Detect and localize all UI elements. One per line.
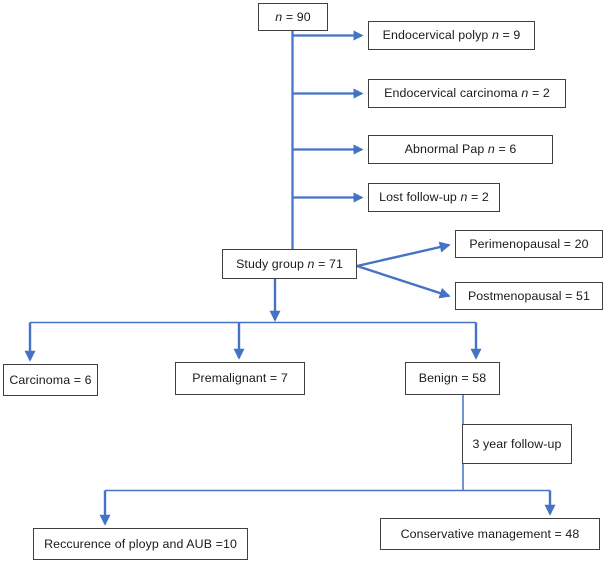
node-perimenopausal-label: Perimenopausal = 20 xyxy=(469,236,589,251)
node-carcinoma[interactable]: Carcinoma = 6 xyxy=(3,364,98,396)
node-lost-followup[interactable]: Lost follow-up n = 2 xyxy=(368,183,500,212)
node-3-year-followup[interactable]: 3 year follow-up xyxy=(462,424,572,464)
node-endocervical-polyp[interactable]: Endocervical polyp n = 9 xyxy=(368,21,535,50)
node-postmenopausal-label: Postmenopausal = 51 xyxy=(467,288,591,303)
node-postmenopausal[interactable]: Postmenopausal = 51 xyxy=(455,282,603,310)
node-endocervical-carcinoma[interactable]: Endocervical carcinoma n = 2 xyxy=(368,79,566,108)
node-benign[interactable]: Benign = 58 xyxy=(405,362,500,395)
node-3-year-followup-label: 3 year follow-up xyxy=(472,436,562,451)
connector-study-group-to-post xyxy=(356,264,451,299)
node-lost-followup-label: Lost follow-up n = 2 xyxy=(379,190,489,205)
node-recurrence[interactable]: Reccurence of ployp and AUB =10 xyxy=(33,528,248,560)
node-total-label: n = 90 xyxy=(275,9,311,24)
node-total[interactable]: n = 90 xyxy=(258,3,328,31)
node-conservative-management[interactable]: Conservative management = 48 xyxy=(380,518,600,550)
node-endocervical-carcinoma-label: Endocervical carcinoma n = 2 xyxy=(384,86,550,101)
node-endocervical-polyp-label: Endocervical polyp n = 9 xyxy=(382,28,521,43)
node-recurrence-label: Reccurence of ployp and AUB =10 xyxy=(44,536,237,551)
node-study-group[interactable]: Study group n = 71 xyxy=(222,249,357,279)
node-abnormal-pap-label: Abnormal Pap n = 6 xyxy=(404,142,517,157)
connector-study-group-to-peri xyxy=(356,241,451,268)
node-premalignant-label: Premalignant = 7 xyxy=(192,371,288,386)
node-abnormal-pap[interactable]: Abnormal Pap n = 6 xyxy=(368,135,553,164)
node-premalignant[interactable]: Premalignant = 7 xyxy=(175,362,305,395)
node-perimenopausal[interactable]: Perimenopausal = 20 xyxy=(455,230,603,258)
node-carcinoma-label: Carcinoma = 6 xyxy=(9,372,92,387)
node-study-group-label: Study group n = 71 xyxy=(236,256,343,271)
node-conservative-management-label: Conservative management = 48 xyxy=(400,526,580,541)
node-benign-label: Benign = 58 xyxy=(418,371,487,386)
